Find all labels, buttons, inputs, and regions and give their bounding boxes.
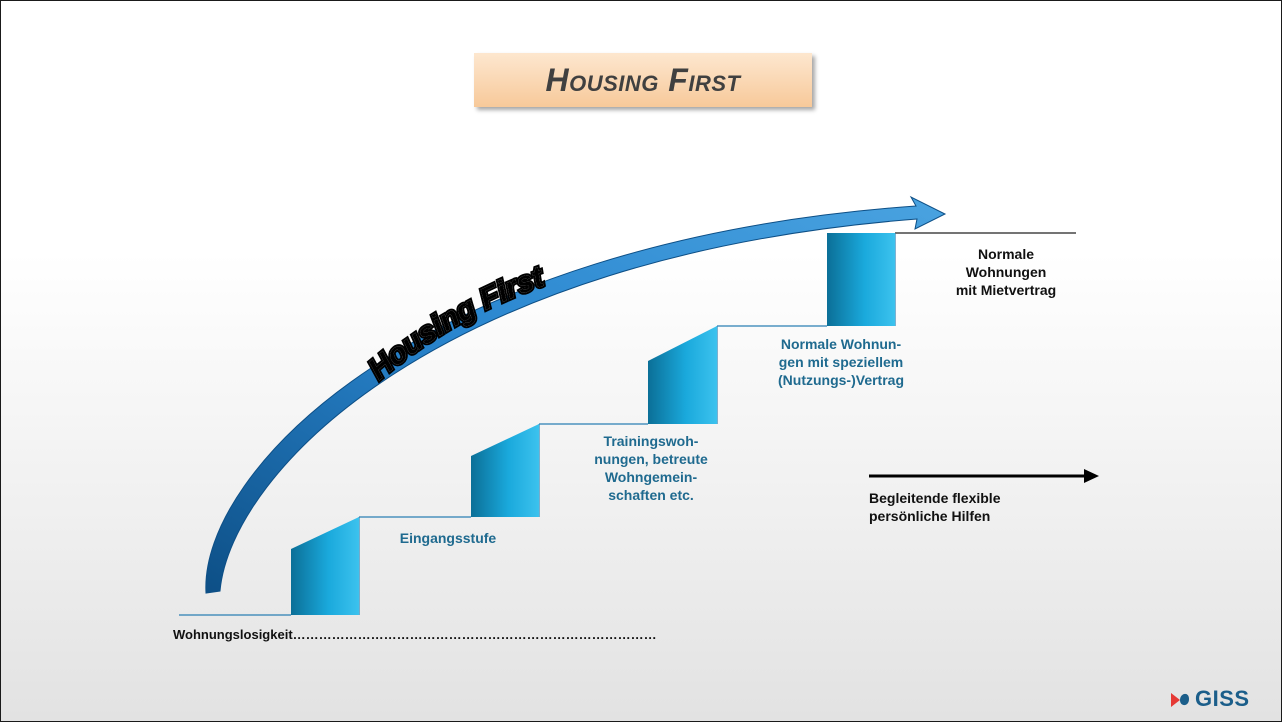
step-block-1 [291,517,359,615]
giss-logo-icon [1171,693,1189,707]
title-box: Housing First [474,53,812,107]
housing-first-arrow [205,195,947,594]
step-block-3 [648,326,717,424]
svg-text:Housing First: Housing First [362,260,550,386]
stage-label-1: Eingangsstufe [399,530,497,546]
step-block-4 [827,233,895,326]
step-block-2 [471,424,539,517]
stage-label-2: Trainingswoh- nungen, betreute Wohngemei… [594,433,708,503]
giss-logo: GISS [1169,686,1250,712]
stage-label-4: Normale Wohnungen mit Mietvertrag [955,246,1057,298]
giss-logo-text: GISS [1195,686,1250,711]
arrow-label-fill: Housing First [362,260,550,386]
stage-label-3: Normale Wohnun- gen mit speziellem (Nutz… [778,336,904,388]
slide-title: Housing First [545,61,741,98]
support-label: Begleitende flexible persönliche Hilfen [869,490,1001,524]
support-arrow [869,469,1099,483]
baseline-label: Wohnungslosigkeit……………………………………………………………… [173,627,657,642]
